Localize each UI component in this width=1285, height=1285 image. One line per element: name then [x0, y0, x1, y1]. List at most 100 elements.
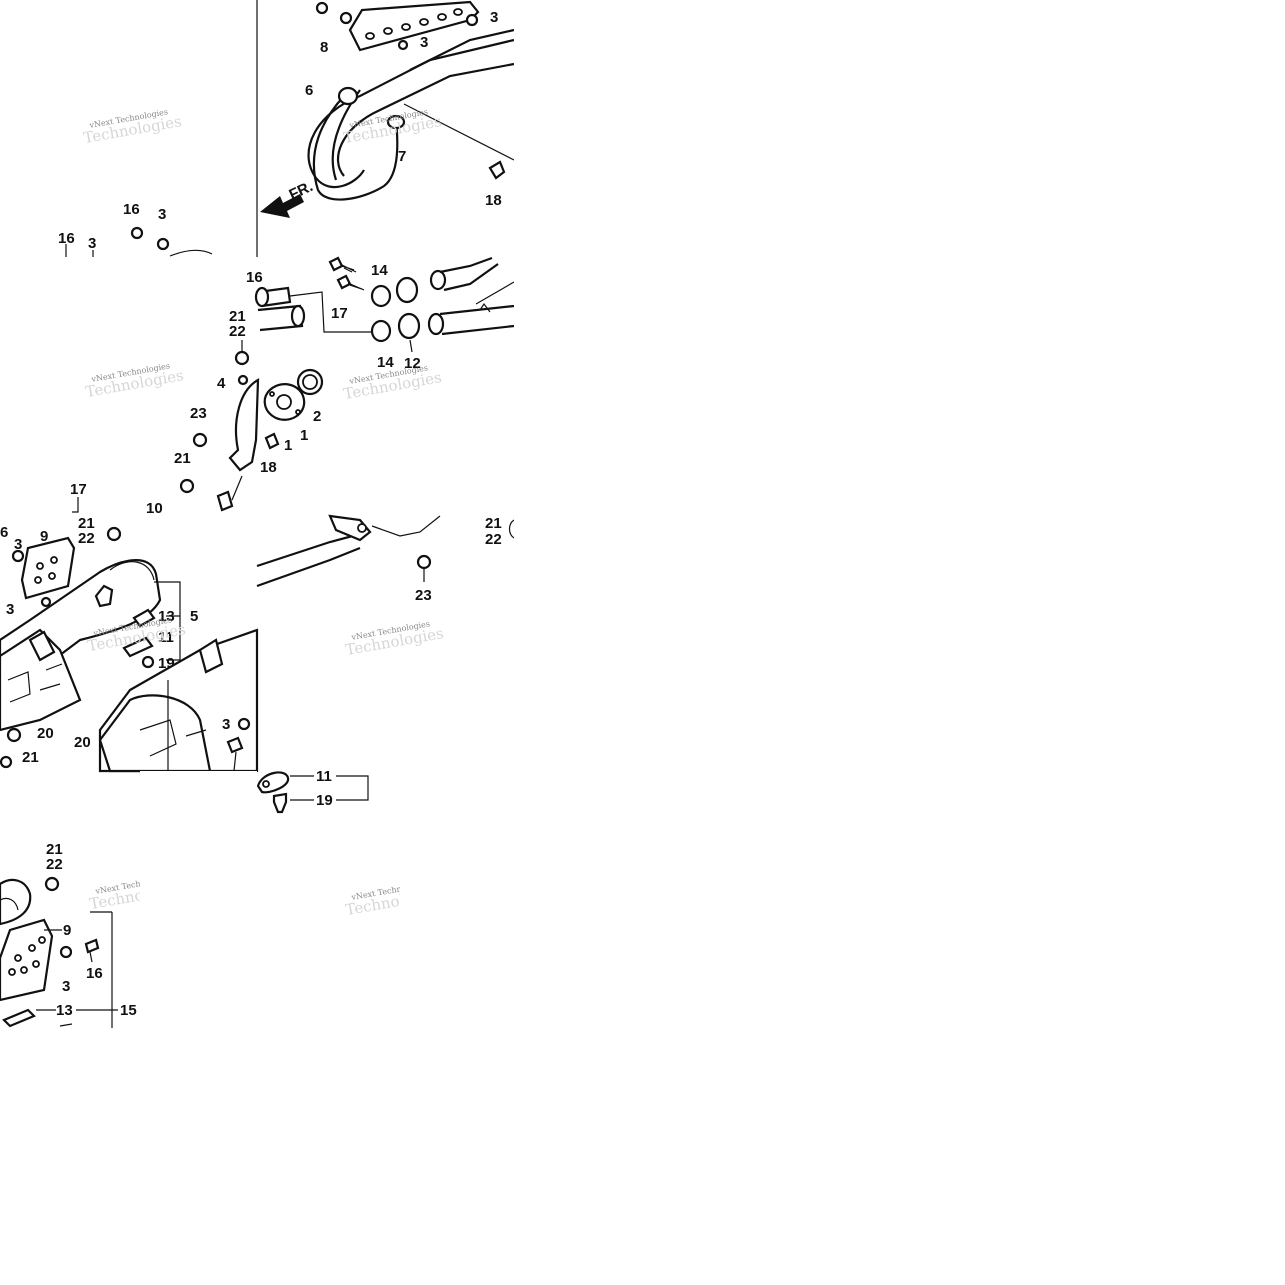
- callout-label: 6: [0, 524, 8, 541]
- callout-label: 3: [222, 716, 230, 733]
- callout-label: 6: [305, 82, 313, 99]
- pipe-end-part[interactable]: [254, 286, 306, 332]
- collar-part[interactable]: [386, 114, 406, 130]
- callout-label: 15: [120, 1002, 137, 1019]
- bolt-part[interactable]: [226, 736, 244, 754]
- bolt-part[interactable]: [130, 226, 144, 240]
- callout-label: 1: [284, 437, 292, 454]
- muffler-part[interactable]: [0, 559, 162, 732]
- callout-label: 22: [485, 531, 502, 548]
- callout-label: 22: [229, 323, 246, 340]
- watermark: Technologies vNext Technologies: [344, 619, 445, 659]
- heat-shield-part[interactable]: [348, 0, 480, 52]
- callout-label: 13: [158, 608, 175, 625]
- blank-area: [400, 771, 514, 1028]
- tile-mufflers: 17 10 21 22 6 3 9 3 13 5: [0, 481, 259, 773]
- callout-label: 3: [88, 235, 96, 252]
- callout-label: 21: [174, 450, 191, 467]
- nut-part[interactable]: [0, 755, 13, 769]
- callout-label: 21: [22, 749, 39, 766]
- watermark: Technologies vNext Technologies: [84, 361, 185, 401]
- tile-joint-assembly: 16 17 14 14 12 21 2: [174, 256, 515, 512]
- bolt-part[interactable]: [44, 876, 60, 892]
- callout-label: 8: [320, 39, 328, 56]
- washer-part[interactable]: [11, 549, 25, 563]
- washer-part[interactable]: [59, 945, 73, 959]
- callout-label: 16: [58, 230, 75, 247]
- heat-shield-part[interactable]: [20, 536, 76, 600]
- callout-label: 22: [46, 856, 63, 873]
- flange-gasket-part[interactable]: [263, 368, 324, 421]
- collar-part[interactable]: [370, 319, 392, 343]
- muffler-part[interactable]: [98, 628, 259, 773]
- bolt-part[interactable]: [315, 1, 329, 15]
- nut-part[interactable]: [237, 374, 249, 386]
- callout-label: 3: [158, 206, 166, 223]
- callout-label: 21: [78, 515, 95, 532]
- front-direction-arrow: FR.: [260, 178, 316, 218]
- bolt-part[interactable]: [234, 350, 250, 366]
- callout-label: 7: [398, 148, 406, 165]
- callout-label: 11: [316, 768, 332, 785]
- callout-label: 17: [70, 481, 87, 498]
- bolt-part[interactable]: [272, 792, 288, 814]
- callout-label: 9: [40, 528, 48, 545]
- collar-part[interactable]: [370, 284, 392, 308]
- washer-part[interactable]: [237, 717, 251, 731]
- bolt-part[interactable]: [106, 526, 122, 542]
- mounting-bracket-part[interactable]: [328, 514, 441, 542]
- muffler-part[interactable]: [0, 878, 54, 1002]
- callout-label: 21: [485, 515, 502, 532]
- callout-label: 16: [123, 201, 140, 218]
- nut-part[interactable]: [488, 160, 506, 180]
- callout-label: 17: [331, 305, 348, 322]
- callout-label: 20: [37, 725, 54, 742]
- callout-label: 3: [14, 536, 22, 553]
- washer-part[interactable]: [156, 237, 170, 251]
- bolt-part[interactable]: [179, 478, 195, 494]
- pipe-end-part[interactable]: [427, 256, 515, 336]
- callout-label: 21: [46, 841, 63, 858]
- blank-area: [514, 0, 1285, 1285]
- callout-label: 18: [485, 192, 502, 209]
- nut-part[interactable]: [264, 432, 280, 450]
- callout-label: 22: [78, 530, 95, 547]
- gasket-part[interactable]: [132, 608, 156, 628]
- joint-plate-part[interactable]: [122, 636, 154, 658]
- stud-bolt-part[interactable]: [328, 256, 365, 291]
- callout-label: 13: [56, 1002, 73, 1019]
- blank-area: [140, 771, 257, 1028]
- blank-area: [0, 1028, 257, 1285]
- direction-marker: FR.: [287, 178, 316, 204]
- pipe-part[interactable]: [256, 532, 361, 588]
- callout-label: 1: [300, 427, 308, 444]
- clamp-part[interactable]: [395, 276, 421, 353]
- washer-part[interactable]: [339, 11, 353, 25]
- nut-part[interactable]: [6, 727, 22, 743]
- callout-label: 16: [246, 269, 263, 286]
- bolt-part[interactable]: [416, 554, 432, 570]
- mounting-bracket-part[interactable]: [216, 378, 260, 512]
- callout-label: 21: [229, 308, 246, 325]
- bolt-part[interactable]: [192, 432, 208, 448]
- callout-label: 10: [146, 500, 163, 517]
- washer-part[interactable]: [465, 13, 479, 27]
- callout-label: 3: [6, 601, 14, 618]
- washer-part[interactable]: [397, 39, 409, 51]
- callout-label: 19: [316, 792, 333, 809]
- tile-pipe-bracket: 21 22 23: [256, 514, 515, 604]
- callout-label: 23: [415, 587, 432, 604]
- bolt-part[interactable]: [84, 938, 100, 954]
- watermark: Technologies vNext Technologies: [342, 107, 443, 147]
- washer-part[interactable]: [40, 596, 52, 608]
- callout-label: 3: [420, 34, 428, 51]
- callout-label: 5: [190, 608, 198, 625]
- bolt-part[interactable]: [141, 655, 155, 669]
- callout-label: 9: [63, 922, 71, 939]
- callout-label: 23: [190, 405, 207, 422]
- gasket-part[interactable]: [2, 1008, 36, 1028]
- gasket-part[interactable]: [337, 86, 359, 106]
- callout-label: 20: [74, 734, 91, 751]
- callout-label: 3: [490, 9, 498, 26]
